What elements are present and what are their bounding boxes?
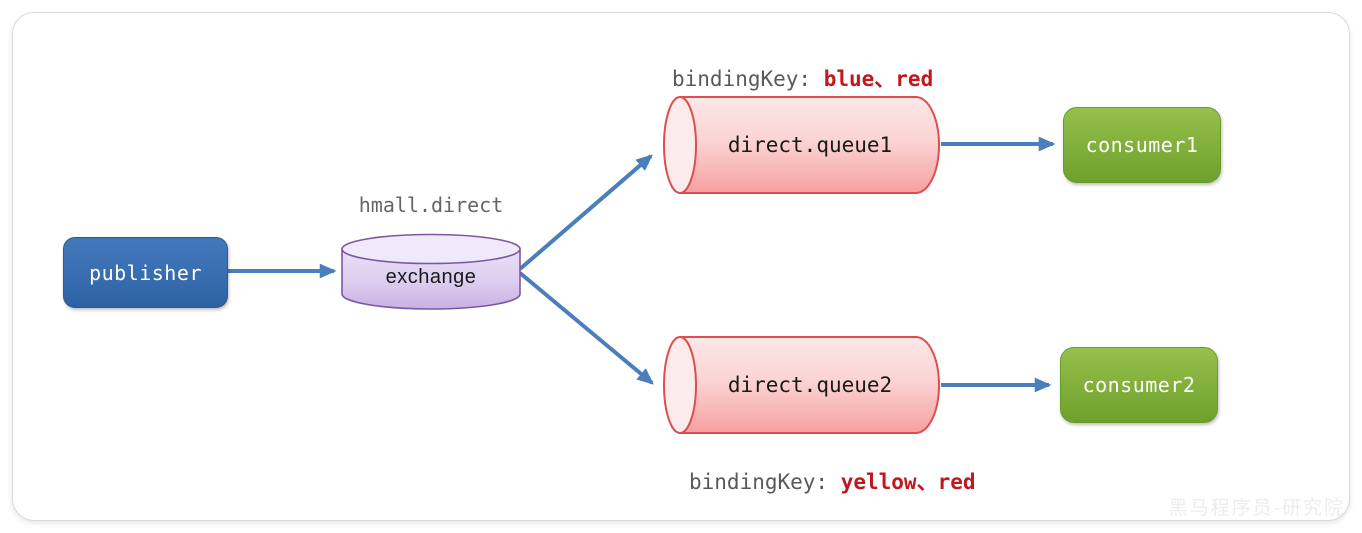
publisher-label: publisher bbox=[89, 260, 202, 285]
consumer1-label: consumer1 bbox=[1085, 133, 1199, 157]
binding-key-values: yellow、red bbox=[840, 470, 976, 494]
exchange-cylinder-shape bbox=[341, 233, 521, 310]
exchange-label: exchange bbox=[385, 265, 477, 288]
binding-key-label-queue2: bindingKey: yellow、red bbox=[689, 466, 976, 496]
exchange-name-label: hmall.direct bbox=[358, 193, 504, 217]
binding-key-label-queue1: bindingKey: blue、red bbox=[672, 63, 933, 93]
binding-key-prefix: bindingKey: bbox=[689, 470, 841, 494]
binding-key-prefix: bindingKey: bbox=[672, 67, 824, 91]
queue-label: direct.queue2 bbox=[727, 373, 893, 397]
consumer1-node: consumer1 bbox=[1063, 107, 1221, 183]
queue2-node: direct.queue2 bbox=[662, 335, 942, 435]
consumer2-label: consumer2 bbox=[1082, 373, 1196, 397]
binding-key-values: blue、red bbox=[823, 67, 934, 91]
consumer2-node: consumer2 bbox=[1060, 347, 1218, 423]
exchange-node: exchange bbox=[341, 233, 521, 311]
queue1-node: direct.queue1 bbox=[662, 95, 942, 195]
watermark: 黑马程序员-研究院 bbox=[1168, 497, 1345, 519]
queue-cylinder-shape bbox=[663, 336, 940, 434]
queue-label: direct.queue1 bbox=[727, 133, 893, 157]
queue-cylinder-shape bbox=[663, 96, 940, 194]
publisher-node: publisher bbox=[63, 237, 228, 308]
